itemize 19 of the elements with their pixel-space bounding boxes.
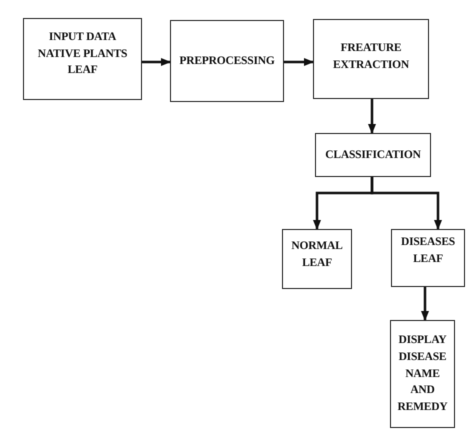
arrow (142, 58, 171, 66)
arrow (284, 58, 314, 66)
process-box (170, 20, 284, 102)
arrow (370, 177, 442, 230)
box-label: NORMAL LEAF (290, 239, 344, 271)
box-label: DISEASES LEAF (400, 235, 456, 267)
process-box (282, 229, 352, 289)
box-label: CLASSIFICATION (324, 148, 422, 163)
process-box (390, 320, 455, 428)
arrow (368, 99, 376, 134)
arrow (421, 287, 429, 321)
box-label: FREATURE EXTRACTION (332, 41, 410, 73)
box-label: INPUT DATA NATIVE PLANTS LEAF (36, 30, 128, 78)
box-label: PREPROCESSING (178, 54, 276, 69)
process-box (391, 229, 465, 287)
box-label: DISPLAY DISEASE NAME AND REMEDY (396, 333, 448, 415)
process-box (23, 18, 142, 100)
process-box (313, 19, 429, 99)
process-box (315, 133, 431, 177)
